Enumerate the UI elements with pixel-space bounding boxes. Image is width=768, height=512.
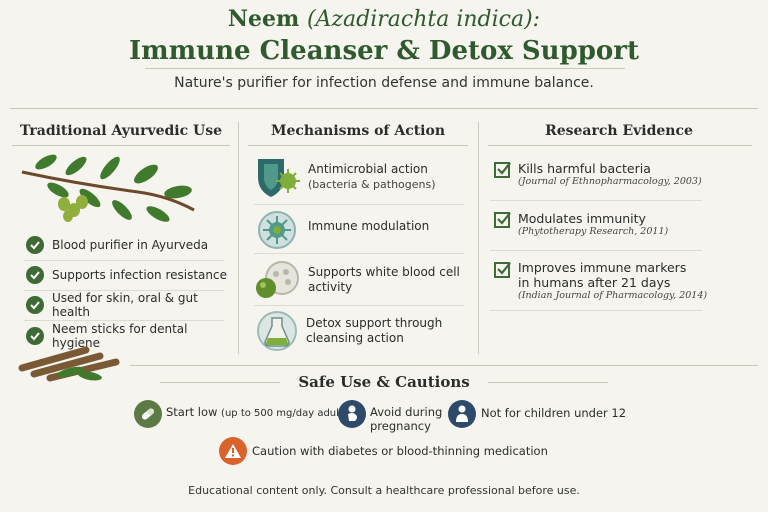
- cell-icon: [258, 211, 296, 249]
- check-icon: [26, 236, 44, 254]
- warning-icon: [219, 437, 247, 465]
- caution-pregnancy: Avoid during pregnancy: [370, 405, 442, 433]
- traditional-heading-rule: [12, 145, 230, 146]
- list-item: Used for skin, oral & gut health: [26, 291, 231, 319]
- column-separator-1: [238, 122, 239, 354]
- caution-pregnancy-line2: pregnancy: [370, 419, 431, 433]
- child-icon: [448, 400, 476, 428]
- pill-icon: [134, 400, 162, 428]
- list-item: Blood purifier in Ayurveda: [26, 235, 231, 255]
- mechanism-subtitle: activity: [308, 280, 353, 294]
- research-title: Modulates immunity: [518, 211, 646, 226]
- mechanism-item: Supports white blood cell activity: [308, 265, 460, 295]
- mechanism-item: Antimicrobial action (bacteria & pathoge…: [308, 162, 436, 192]
- safety-rule-right: [488, 382, 608, 383]
- neem-branch-icon: [21, 154, 195, 222]
- list-divider: [490, 250, 702, 251]
- research-title-line2: in humans after 21 days: [518, 275, 671, 290]
- pregnancy-icon: [338, 400, 366, 428]
- research-item: Kills harmful bacteria (Journal of Ethno…: [518, 161, 702, 187]
- check-icon: [26, 266, 44, 284]
- list-divider: [254, 204, 464, 205]
- page-title-line2: Immune Cleanser & Detox Support: [129, 36, 639, 66]
- mechanism-title: Antimicrobial action: [308, 162, 428, 176]
- list-divider: [24, 260, 224, 261]
- research-item: Modulates immunity (Phytotherapy Researc…: [518, 211, 668, 237]
- section-divider-bottom: [130, 365, 758, 366]
- research-item: Improves immune markers in humans after …: [518, 260, 707, 301]
- mechanism-subtitle: cleansing action: [306, 331, 404, 345]
- research-title: Improves immune markers: [518, 260, 687, 275]
- column-separator-2: [478, 122, 479, 354]
- list-item-label: Supports infection resistance: [52, 268, 227, 282]
- traditional-list-3: Used for skin, oral & gut health: [26, 291, 231, 319]
- research-heading-rule: [488, 145, 752, 146]
- list-divider: [254, 253, 464, 254]
- shield-icon: [258, 159, 300, 197]
- checkbox-icon: [494, 162, 511, 178]
- traditional-list: Blood purifier in Ayurveda: [26, 235, 231, 255]
- research-citation: (Journal of Ethnopharmacology, 2003): [518, 176, 702, 187]
- mechanism-subtitle: (bacteria & pathogens): [308, 178, 436, 191]
- list-item-label: Used for skin, oral & gut health: [52, 291, 198, 319]
- list-divider: [24, 290, 224, 291]
- list-item: Supports infection resistance: [26, 265, 231, 285]
- list-divider: [490, 310, 702, 311]
- traditional-list-4: Neem sticks for dental hygiene: [26, 322, 231, 350]
- list-divider: [490, 200, 702, 201]
- title-latin-name: (Azadirachta indica):: [306, 7, 541, 32]
- check-icon: [26, 296, 44, 314]
- safety-rule-left: [160, 382, 280, 383]
- caution-children: Not for children under 12: [481, 406, 627, 420]
- traditional-heading: Traditional Ayurvedic Use: [19, 123, 223, 139]
- caution-start-low: Start low (up to 500 mg/day adults): [166, 405, 352, 421]
- list-divider: [24, 320, 224, 321]
- list-divider: [254, 305, 464, 306]
- research-citation: (Indian Journal of Pharmacology, 2014): [518, 290, 708, 301]
- research-citation: (Phytotherapy Research, 2011): [518, 226, 669, 237]
- mechanism-item: Immune modulation: [308, 219, 429, 234]
- checkbox-icon: [494, 212, 511, 228]
- list-item-label: Blood purifier in Ayurveda: [52, 238, 209, 252]
- caution-diabetes: Caution with diabetes or blood-thinning …: [252, 444, 548, 458]
- list-item: Neem sticks for dental hygiene: [26, 322, 231, 350]
- mechanism-title: Immune modulation: [308, 219, 430, 233]
- flask-icon: [257, 311, 297, 351]
- mechanisms-heading: Mechanisms of Action: [270, 123, 446, 139]
- safety-heading: Safe Use & Cautions: [298, 373, 470, 391]
- mechanism-title: Detox support through: [306, 316, 443, 330]
- mechanism-item: Detox support through cleansing action: [306, 316, 442, 346]
- research-title: Kills harmful bacteria: [518, 161, 651, 176]
- mechanism-title: Supports white blood cell: [308, 265, 460, 279]
- footer-disclaimer: Educational content only. Consult a heal…: [188, 484, 580, 497]
- page-subtitle: Nature's purifier for infection defense …: [174, 75, 594, 91]
- check-icon: [26, 327, 44, 345]
- checkbox-icon: [494, 262, 511, 278]
- mechanisms-heading-rule: [248, 145, 468, 146]
- traditional-list-2: Supports infection resistance: [26, 265, 231, 285]
- title-common-name: Neem: [227, 6, 300, 32]
- blood-cell-icon: [256, 261, 299, 298]
- research-heading: Research Evidence: [545, 123, 693, 139]
- list-item-label: Neem sticks for dental hygiene: [52, 322, 188, 350]
- neem-sticks-icon: [18, 346, 120, 382]
- section-divider-top: [10, 108, 758, 109]
- caution-pregnancy-line1: Avoid during: [370, 405, 443, 419]
- caution-start-low-detail: (up to 500 mg/day adults): [221, 408, 352, 419]
- title-divider: [145, 68, 625, 69]
- caution-start-low-label: Start low: [166, 405, 218, 419]
- page-title-line1: Neem (Azadirachta indica):: [0, 6, 768, 32]
